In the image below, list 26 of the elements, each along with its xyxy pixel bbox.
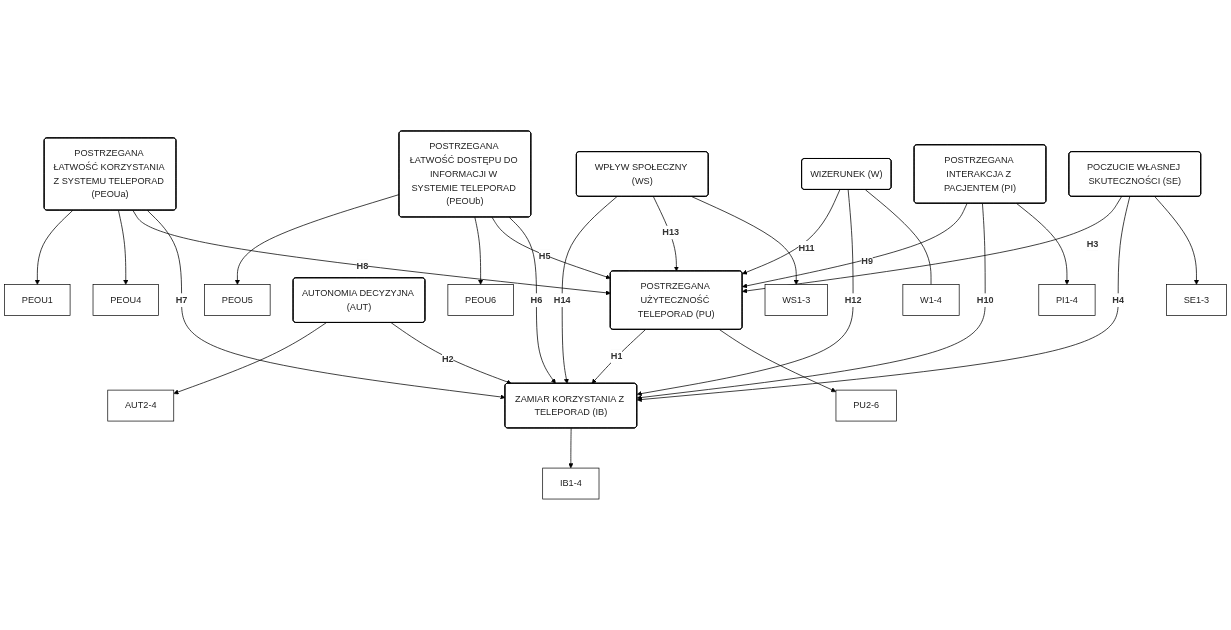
edge-label: H14 bbox=[553, 294, 571, 305]
edge-label: H8 bbox=[356, 261, 369, 272]
node-box: AUT2-4 bbox=[107, 389, 175, 422]
edge-label: H7 bbox=[175, 294, 188, 305]
node-box: W1-4 bbox=[902, 284, 960, 316]
node-box: PEOU1 bbox=[4, 284, 71, 316]
edge-label: H6 bbox=[530, 294, 543, 305]
node-box: WS1-3 bbox=[764, 284, 828, 316]
node-box: IB1-4 bbox=[542, 467, 600, 500]
node-box: PEOU6 bbox=[447, 284, 514, 316]
edge-label: H3 bbox=[1086, 238, 1099, 249]
edge-label: H11 bbox=[798, 242, 815, 253]
node-box: PU2-6 bbox=[835, 389, 897, 422]
node-box: SE1-3 bbox=[1166, 284, 1227, 316]
edge-label: H4 bbox=[1112, 294, 1125, 305]
node-box: PEOU5 bbox=[204, 284, 271, 316]
edge-label: H2 bbox=[441, 354, 454, 365]
node-box: PI1-4 bbox=[1038, 284, 1096, 316]
node-box: PEOU4 bbox=[92, 284, 159, 316]
edge-label: H9 bbox=[861, 255, 874, 266]
edge-label: H10 bbox=[976, 294, 994, 305]
edge-label: H1 bbox=[610, 351, 623, 361]
edge-label: H5 bbox=[538, 250, 551, 261]
edge-label: H13 bbox=[662, 227, 680, 238]
connector bbox=[865, 189, 932, 285]
edge-label: H12 bbox=[844, 294, 862, 305]
